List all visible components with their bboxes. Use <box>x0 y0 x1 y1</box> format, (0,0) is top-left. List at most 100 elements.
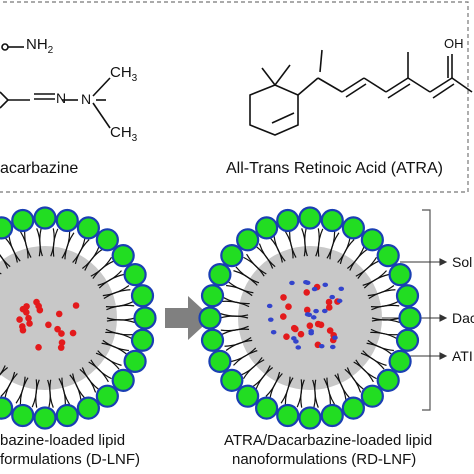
lipid-head-bead <box>276 208 300 233</box>
lipid-tail <box>227 280 254 294</box>
lipid-tail <box>79 368 97 393</box>
ch3-top-label: CH3 <box>110 64 138 84</box>
lipid-head-bead <box>95 384 119 408</box>
lipid-tail <box>106 319 136 324</box>
lipid-head-bead <box>0 396 14 420</box>
lipid-head-bead <box>95 228 119 252</box>
lipid-head-bead <box>11 403 35 428</box>
lipid-head-bead <box>133 306 157 330</box>
atra-dot <box>313 308 319 314</box>
lipid-head-bead <box>398 306 422 330</box>
dacarbazine-nanoparticle <box>0 206 157 430</box>
atra-dot <box>267 317 274 322</box>
lipid-tail <box>339 239 355 265</box>
lipid-tail <box>265 371 281 397</box>
lipid-tail <box>371 304 400 311</box>
lipid-head-bead <box>388 349 412 373</box>
dacarbazine-dot <box>326 327 334 334</box>
atra-dot <box>291 336 297 341</box>
dacarbazine-dot <box>54 325 61 333</box>
left-caption-line1: bazine-loaded lipid <box>0 432 126 449</box>
oh-label: OH <box>444 36 464 51</box>
lipid-tail <box>74 239 90 265</box>
lipid-tail <box>366 342 393 356</box>
lipid-head-bead <box>320 208 344 233</box>
lipid-head-bead <box>395 284 420 308</box>
lipid-tail <box>0 371 16 397</box>
lipid-head-bead <box>0 216 14 240</box>
lipid-head-bead <box>200 328 225 352</box>
lipid-tail <box>258 243 276 268</box>
lipid-tail <box>360 352 385 370</box>
lipid-head-bead <box>33 406 57 430</box>
lipid-head-bead <box>111 244 135 268</box>
lipid-tail <box>334 374 347 401</box>
atra-dot <box>266 303 273 309</box>
lipid-tail <box>370 331 398 340</box>
atra-dot <box>338 286 345 291</box>
dacarbazine-label: acarbazine <box>0 160 79 177</box>
lipid-tail <box>219 312 249 317</box>
lipid-tail <box>52 228 59 257</box>
dacarbazine-dot <box>303 289 311 296</box>
atra-dot <box>270 330 277 335</box>
lipid-tail <box>101 342 128 356</box>
nitrogen-labels: N <box>56 90 67 106</box>
nitrogen-label-2: N <box>81 91 92 107</box>
dacarbazine-dot <box>280 294 287 301</box>
dacarbazine-dot <box>306 322 314 330</box>
lipid-tail <box>95 352 120 370</box>
dacarbazine-dot <box>55 310 63 318</box>
lipid-head-bead <box>341 396 365 420</box>
atra-dot <box>308 330 314 336</box>
lipid-head-bead <box>236 228 260 252</box>
dacarbazine-dot <box>292 325 299 333</box>
atra-dot <box>336 298 343 304</box>
lipid-tail <box>235 266 260 284</box>
lipid-head-bead <box>130 328 155 352</box>
legend-label-atra: ATI <box>452 348 473 364</box>
lipid-head-bead <box>298 206 322 230</box>
dacarbazine-dot <box>325 298 333 306</box>
lipid-head-bead <box>111 368 135 392</box>
lipid-tail <box>353 361 374 383</box>
lipid-tail <box>220 325 249 332</box>
lipid-tail <box>24 230 32 258</box>
lipid-tail <box>39 227 43 257</box>
lipid-head-bead <box>76 396 100 420</box>
right-caption-line1: ATRA/Dacarbazine-loaded lipid <box>224 432 433 449</box>
lipid-tail <box>312 379 316 409</box>
atra-dot <box>332 335 338 340</box>
atra-dot <box>329 344 336 350</box>
atra-dot <box>322 282 329 288</box>
dacarbazine-dot <box>58 339 66 346</box>
dacarbazine-dot <box>23 309 30 316</box>
lipid-tail <box>273 235 286 262</box>
dacarbazine-dot <box>325 304 333 311</box>
atra-dot <box>329 294 336 300</box>
lipid-tail <box>368 289 396 300</box>
lipid-tail <box>0 365 6 376</box>
dacarbazine-dot <box>280 313 287 320</box>
lipid-head-bead <box>360 228 384 252</box>
lipid-tail <box>64 232 75 260</box>
atra-dot <box>306 312 313 317</box>
lipid-head-bead <box>341 216 365 240</box>
lipid-head-bead <box>376 368 400 392</box>
lipid-tail <box>0 254 11 268</box>
lipid-head-bead <box>33 206 57 230</box>
dacarbazine-dot <box>26 320 33 327</box>
atra-structure <box>249 49 473 136</box>
lipid-head-bead <box>320 403 344 428</box>
lipid-tail <box>222 296 250 305</box>
dacarbazine-dot <box>69 329 77 337</box>
dacarbazine-dot <box>58 330 65 337</box>
legend-bracket <box>422 209 431 411</box>
atra-dot <box>310 315 317 320</box>
dacarbazine-dot <box>314 320 322 328</box>
legend-label-solid: Sol <box>452 254 473 270</box>
lipid-tail <box>84 248 104 271</box>
lipid-head-bead <box>298 406 322 430</box>
atra-dacarbazine-nanoparticle <box>198 206 422 430</box>
dacarbazine-dot <box>33 298 40 306</box>
